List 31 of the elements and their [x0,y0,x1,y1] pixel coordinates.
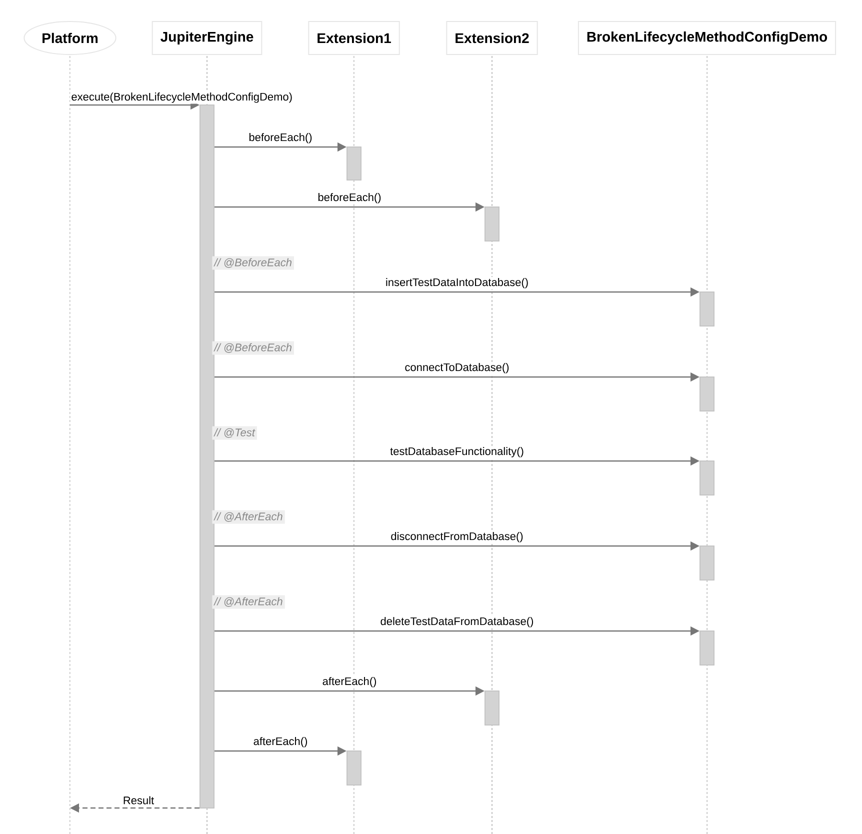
edge-label: Result [122,795,156,806]
activation-bar [700,460,714,496]
edge-label: connectToDatabase() [404,362,510,374]
edge-label: afterEach() [321,676,378,688]
comment-note: // @Test [212,426,257,440]
edge-label: afterEach() [252,736,309,748]
participant-box: Extension2 [446,21,538,55]
participant-box: JupiterEngine [152,21,262,55]
activation-bar [200,104,214,808]
comment-note: // @AfterEach [212,595,285,609]
participant-box: Extension1 [308,21,400,55]
activation-bar [346,750,362,786]
participant-box: BrokenLifecycleMethodConfigDemo [578,21,836,55]
comment-note: // @BeforeEach [212,341,294,355]
comment-note: // @AfterEach [212,510,285,524]
activation-bar [700,376,714,412]
edge-label: insertTestDataIntoDatabase() [384,277,530,290]
edge-label: testDatabaseFunctionality() [389,446,525,458]
activation-bar [484,206,500,242]
edge-label: deleteTestDataFromDatabase() [379,616,535,628]
edge-label: beforeEach() [316,192,382,204]
edge-label: execute(BrokenLifecycleMethodConfigDemo) [70,92,294,104]
activation-bar [346,146,362,180]
comment-note: // @BeforeEach [212,256,294,270]
activation-bar [484,690,500,726]
participant-box: Platform [24,21,116,55]
edge-label: disconnectFromDatabase() [390,531,524,544]
activation-bar [700,292,714,326]
activation-bar [700,546,714,580]
edge-label: beforeEach() [248,132,314,144]
activation-bar [700,630,714,666]
